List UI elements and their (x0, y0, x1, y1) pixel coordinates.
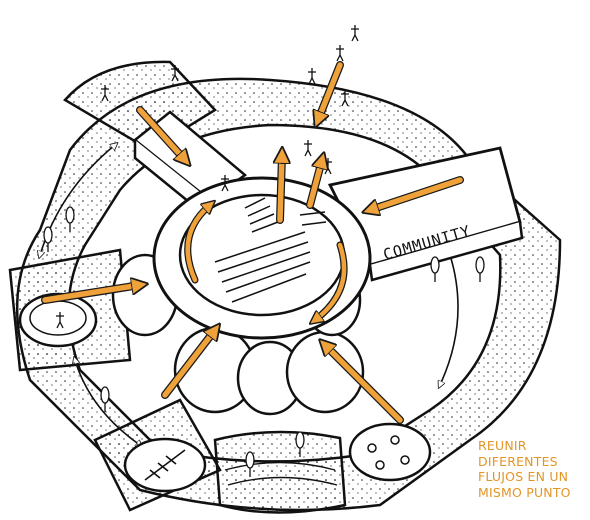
wing-south (215, 432, 345, 513)
pod-southeast (350, 424, 430, 480)
caption: REUNIR DIFERENTES FLUJOS EN UN MISMO PUN… (478, 438, 586, 500)
wing-west (10, 250, 130, 370)
caption-line-1: REUNIR (478, 438, 586, 454)
wing-southeast (350, 424, 430, 480)
caption-line-3: FLUJOS EN UN (478, 469, 586, 485)
caption-line-2: DIFERENTES (478, 454, 586, 470)
caption-line-4: MISMO PUNTO (478, 485, 586, 501)
